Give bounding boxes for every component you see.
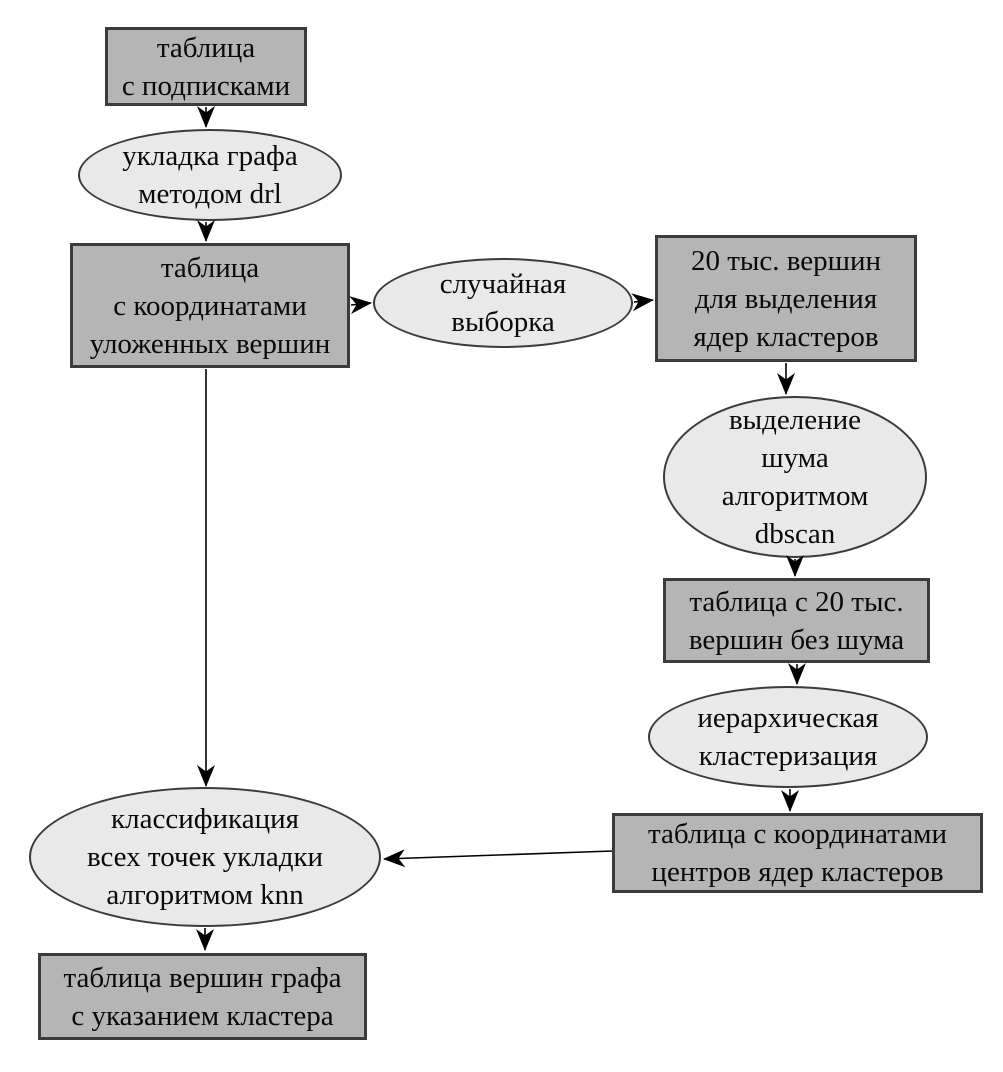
node-label: укладка графа методом drl bbox=[122, 140, 298, 210]
node-label: классификация всех точек укладки алгорит… bbox=[86, 803, 324, 911]
node-label: таблица с подписками bbox=[121, 31, 291, 102]
node-table-20k-no-noise: таблица с 20 тыс. вершин без шума bbox=[663, 578, 930, 663]
node-random-sample: случайная выборка bbox=[373, 258, 633, 348]
node-label: таблица вершин графа с указанием кластер… bbox=[63, 961, 342, 1032]
node-label: выделение шума алгоритмом dbscan bbox=[721, 404, 869, 550]
node-drl-layout: укладка графа методом drl bbox=[78, 129, 342, 221]
node-label: таблица с 20 тыс. вершин без шума bbox=[688, 585, 905, 656]
node-table-coordinates: таблица с координатами уложенных вершин bbox=[70, 243, 350, 368]
node-label: иерархическая кластеризация bbox=[697, 702, 879, 772]
node-table-vertices-clusters: таблица вершин графа с указанием кластер… bbox=[38, 953, 367, 1040]
node-label: таблица с координатами уложенных вершин bbox=[89, 251, 331, 360]
arrow-random-sample-to-sample-20k-vertices bbox=[631, 293, 654, 312]
node-sample-20k-vertices: 20 тыс. вершин для выделения ядер класте… bbox=[655, 235, 917, 362]
arrow-table-cluster-centers-to-knn-classification bbox=[383, 849, 613, 868]
node-dbscan-noise-removal: выделение шума алгоритмом dbscan bbox=[663, 396, 927, 558]
node-label: таблица с координатами центров ядер клас… bbox=[647, 818, 948, 888]
node-hierarchical-clustering: иерархическая кластеризация bbox=[648, 686, 928, 788]
node-table-cluster-centers: таблица с координатами центров ядер клас… bbox=[612, 813, 983, 893]
node-label: случайная выборка bbox=[439, 268, 567, 338]
node-knn-classification: классификация всех точек укладки алгорит… bbox=[29, 787, 381, 927]
node-table-subscriptions: таблица с подписками bbox=[105, 27, 307, 106]
node-label: 20 тыс. вершин для выделения ядер класте… bbox=[690, 244, 882, 353]
arrow-table-coordinates-to-random-sample bbox=[349, 296, 372, 315]
